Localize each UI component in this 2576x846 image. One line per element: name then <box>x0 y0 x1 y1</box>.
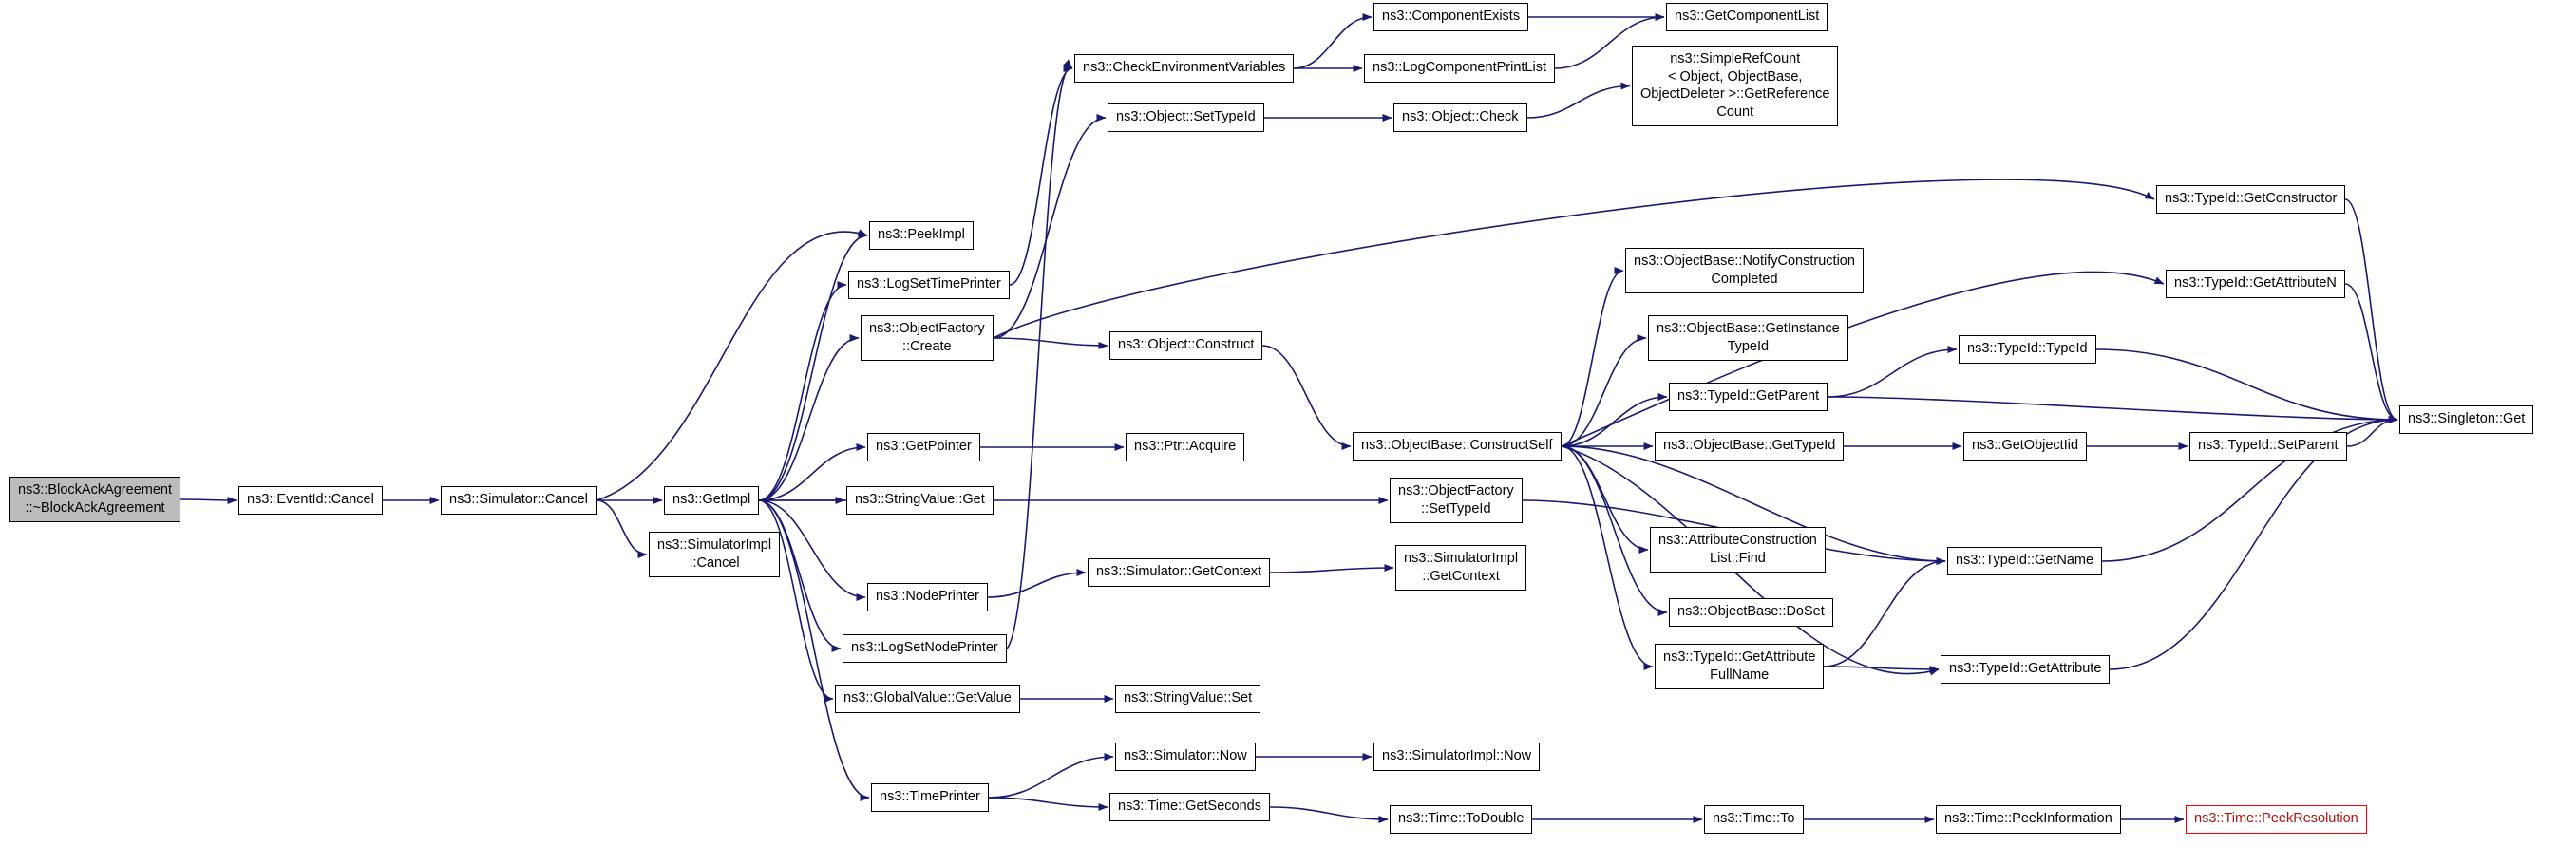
node-objectbase-constructself[interactable]: ns3::ObjectBase::ConstructSelf <box>1353 432 1562 461</box>
edge-typeid-getattributefullname-typeid-getattribute <box>1823 665 1940 673</box>
node-getobjectiid[interactable]: ns3::GetObjectIid <box>1963 432 2088 461</box>
node-logsettimeprinter[interactable]: ns3::LogSetTimePrinter <box>848 271 1010 299</box>
node-simulator-cancel[interactable]: ns3::Simulator::Cancel <box>441 486 597 515</box>
node-getcomponentlist[interactable]: ns3::GetComponentList <box>1666 3 1828 31</box>
edge-objectbase-constructself-typeid-getattribute <box>1561 445 1940 676</box>
edge-typeid-getname-singleton-get <box>2101 416 2398 562</box>
node-simulatorimpl-getcontext[interactable]: ns3::SimulatorImpl ::GetContext <box>1395 545 1527 592</box>
edge-timeprinter-simulator-now <box>988 753 1114 799</box>
edge-logsetnodeprinter-checkenvironmentvariables <box>1006 59 1073 649</box>
edge-getimpl-getpointer <box>758 443 866 501</box>
node-simulator-now[interactable]: ns3::Simulator::Now <box>1115 743 1256 771</box>
edge-logcomponentprintlist-getcomponentlist <box>1554 13 1665 69</box>
node-peekimpl[interactable]: ns3::PeekImpl <box>869 221 974 250</box>
node-typeid-getattributen[interactable]: ns3::TypeId::GetAttributeN <box>2166 270 2345 298</box>
edge-simulator-cancel-peekimpl <box>596 229 868 501</box>
edge-typeid-typeid-singleton-get <box>2095 348 2398 423</box>
node-objectbase-notifyconstructioncompleted[interactable]: ns3::ObjectBase::NotifyConstruction Comp… <box>1625 248 1864 294</box>
node-eventid-cancel[interactable]: ns3::EventId::Cancel <box>238 486 383 515</box>
node-typeid-getname[interactable]: ns3::TypeId::GetName <box>1947 547 2103 575</box>
edge-getimpl-peekimpl <box>758 232 868 501</box>
node-simplerefcount-getreferencecount[interactable]: ns3::SimpleRefCount < Object, ObjectBase… <box>1632 46 1839 127</box>
node-objectfactory-settypeid[interactable]: ns3::ObjectFactory ::SetTypeId <box>1390 478 1523 524</box>
node-simulatorimpl-now[interactable]: ns3::SimulatorImpl::Now <box>1373 743 1541 771</box>
node-typeid-getconstructor[interactable]: ns3::TypeId::GetConstructor <box>2156 185 2346 214</box>
edge-getimpl-timeprinter <box>758 499 870 801</box>
node-getpointer[interactable]: ns3::GetPointer <box>867 433 980 461</box>
node-time-peekinformation[interactable]: ns3::Time::PeekInformation <box>1936 805 2121 834</box>
edge-typeid-getattributen-singleton-get <box>2344 283 2398 423</box>
node-singleton-get[interactable]: ns3::Singleton::Get <box>2399 405 2534 434</box>
edge-objectbase-constructself-typeid-getattributen <box>1561 271 2165 447</box>
node-ptr-acquire[interactable]: ns3::Ptr::Acquire <box>1126 433 1245 461</box>
edge-objectbase-constructself-objectbase-notifyconstructioncompleted <box>1561 267 1624 447</box>
edge-simulator-getcontext-simulatorimpl-getcontext <box>1269 564 1394 573</box>
node-stringvalue-set[interactable]: ns3::StringValue::Set <box>1115 685 1261 713</box>
node-time-getseconds[interactable]: ns3::Time::GetSeconds <box>1109 793 1270 821</box>
edge-typeid-getattributefullname-typeid-getname <box>1823 557 1946 667</box>
edge-objectbase-constructself-typeid-getattributefullname <box>1561 445 1654 670</box>
node-objectbase-getinstancetypeid[interactable]: ns3::ObjectBase::GetInstance TypeId <box>1648 315 1848 362</box>
node-objectbase-doset[interactable]: ns3::ObjectBase::DoSet <box>1669 598 1833 627</box>
edge-typeid-getattribute-singleton-get <box>2109 416 2398 670</box>
edge-logsettimeprinter-checkenvironmentvariables <box>1009 65 1073 286</box>
edge-typeid-getconstructor-singleton-get <box>2344 198 2398 423</box>
edge-objectfactory-create-object-construct <box>993 337 1108 349</box>
node-typeid-setparent[interactable]: ns3::TypeId::SetParent <box>2189 432 2347 461</box>
node-time-peekresolution[interactable]: ns3::Time::PeekResolution <box>2186 805 2367 834</box>
edge-getimpl-globalvalue-getvalue <box>758 499 834 703</box>
edge-blockackagreement-dtor-eventid-cancel <box>180 496 237 504</box>
node-logsetnodeprinter[interactable]: ns3::LogSetNodePrinter <box>843 634 1007 663</box>
edge-getimpl-objectfactory-create <box>758 334 860 501</box>
node-componentexists[interactable]: ns3::ComponentExists <box>1373 3 1529 31</box>
node-checkenvironmentvariables[interactable]: ns3::CheckEnvironmentVariables <box>1074 54 1295 83</box>
node-simulator-getcontext[interactable]: ns3::Simulator::GetContext <box>1088 558 1271 587</box>
node-typeid-getparent[interactable]: ns3::TypeId::GetParent <box>1669 383 1828 411</box>
edge-checkenvironmentvariables-componentexists <box>1293 13 1373 69</box>
node-objectfactory-create[interactable]: ns3::ObjectFactory ::Create <box>861 315 994 362</box>
edge-typeid-getparent-typeid-typeid <box>1827 346 1958 398</box>
node-object-check[interactable]: ns3::Object::Check <box>1393 103 1527 132</box>
node-objectbase-gettypeid[interactable]: ns3::ObjectBase::GetTypeId <box>1655 432 1845 461</box>
edge-object-construct-objectbase-constructself <box>1261 345 1352 450</box>
edge-object-check-simplerefcount-getreferencecount <box>1526 82 1631 119</box>
node-typeid-getattribute[interactable]: ns3::TypeId::GetAttribute <box>1941 655 2111 684</box>
edge-objectfactory-create-typeid-getconstructor <box>993 179 2155 339</box>
node-typeid-getattributefullname[interactable]: ns3::TypeId::GetAttribute FullName <box>1655 644 1825 690</box>
node-getimpl[interactable]: ns3::GetImpl <box>664 486 760 515</box>
node-attributeconstructionlist-find[interactable]: ns3::AttributeConstruction List::Find <box>1650 527 1826 573</box>
node-globalvalue-getvalue[interactable]: ns3::GlobalValue::GetValue <box>835 685 1020 713</box>
node-timeprinter[interactable]: ns3::TimePrinter <box>871 783 989 812</box>
node-typeid-typeid[interactable]: ns3::TypeId::TypeId <box>1959 335 2096 364</box>
node-logcomponentprintlist[interactable]: ns3::LogComponentPrintList <box>1364 54 1555 83</box>
node-blockackagreement-dtor: ns3::BlockAckAgreement ::~BlockAckAgreem… <box>9 477 180 523</box>
node-time-todouble[interactable]: ns3::Time::ToDouble <box>1390 805 1533 834</box>
edge-objectbase-constructself-objectbase-doset <box>1561 445 1668 616</box>
edge-time-getseconds-time-todouble <box>1269 806 1389 823</box>
node-object-settypeid[interactable]: ns3::Object::SetTypeId <box>1108 103 1264 132</box>
edge-timeprinter-time-getseconds <box>988 797 1108 811</box>
node-simulatorimpl-cancel[interactable]: ns3::SimulatorImpl ::Cancel <box>649 532 781 578</box>
edge-typeid-getparent-singleton-get <box>1827 396 2398 423</box>
edge-nodeprinter-simulator-getcontext <box>987 569 1087 598</box>
edge-objectbase-constructself-typeid-getparent <box>1561 393 1668 447</box>
edge-simulator-cancel-simulatorimpl-cancel <box>596 499 648 558</box>
node-time-to[interactable]: ns3::Time::To <box>1704 805 1804 834</box>
node-nodeprinter[interactable]: ns3::NodePrinter <box>867 583 988 611</box>
node-stringvalue-get[interactable]: ns3::StringValue::Get <box>846 486 994 515</box>
edge-getimpl-nodeprinter <box>758 499 866 601</box>
edge-objectbase-constructself-typeid-getname <box>1561 445 1946 565</box>
node-object-construct[interactable]: ns3::Object::Construct <box>1109 331 1263 360</box>
edge-objectfactory-create-object-settypeid <box>993 114 1107 339</box>
edge-getimpl-logsettimeprinter <box>758 281 847 501</box>
edge-objectbase-constructself-attributeconstructionlist-find <box>1561 445 1649 554</box>
